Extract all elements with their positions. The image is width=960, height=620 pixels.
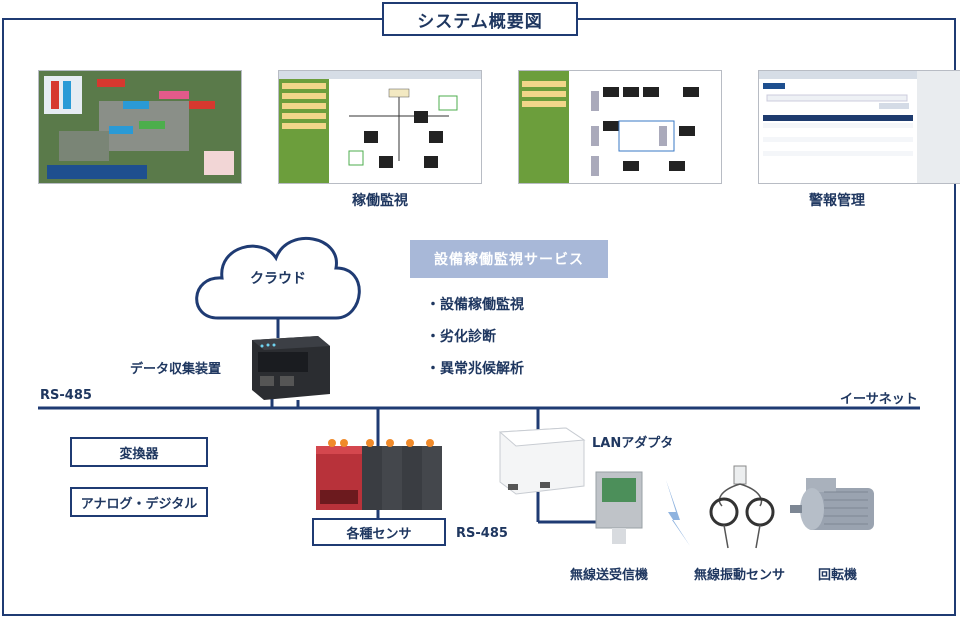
rs485-left-label: RS-485 — [40, 388, 92, 403]
service-item: ・劣化診断 — [426, 329, 496, 345]
rotator-label: 回転機 — [818, 568, 858, 583]
lan-adapter-device — [498, 427, 586, 495]
sensor-io-rack — [316, 439, 442, 510]
monitoring-screenshot-1 — [278, 70, 482, 184]
map-screenshot — [38, 70, 242, 184]
service-list: ・設備稼働監視 ・劣化診断 ・異常兆候解析 — [426, 294, 524, 390]
analog-digital-box: アナログ・デジタル — [70, 487, 208, 517]
cloud-label: クラウド — [250, 271, 306, 287]
wireless-transceiver-device — [595, 471, 643, 544]
service-item: ・設備稼働監視 — [426, 297, 524, 313]
alarm-screenshot — [758, 70, 960, 184]
rs485-mid-label: RS-485 — [456, 526, 508, 541]
ethernet-label: イーサネット — [840, 392, 918, 407]
caption-monitoring: 稼働監視 — [352, 193, 408, 209]
rotating-machine-device — [790, 478, 874, 530]
cloud-shape — [195, 236, 361, 320]
service-item: ・異常兆候解析 — [426, 361, 524, 377]
vibration-sensor-label: 無線振動センサ — [694, 568, 786, 583]
service-heading: 設備稼働監視サービス — [410, 240, 608, 278]
lan-adapter-label: LANアダプタ — [592, 436, 674, 451]
sensors-box: 各種センサ — [312, 518, 446, 546]
converter-box: 変換器 — [70, 437, 208, 467]
monitoring-screenshot-2 — [518, 70, 722, 184]
diagram-title: システム概要図 — [382, 2, 578, 36]
wireless-signal-bolt — [666, 480, 690, 546]
collector-label: データ収集装置 — [130, 362, 222, 377]
vibration-sensor-device — [709, 465, 775, 549]
data-collector-device — [252, 336, 330, 400]
caption-alarm: 警報管理 — [809, 193, 865, 209]
wireless-tx-label: 無線送受信機 — [570, 568, 649, 583]
